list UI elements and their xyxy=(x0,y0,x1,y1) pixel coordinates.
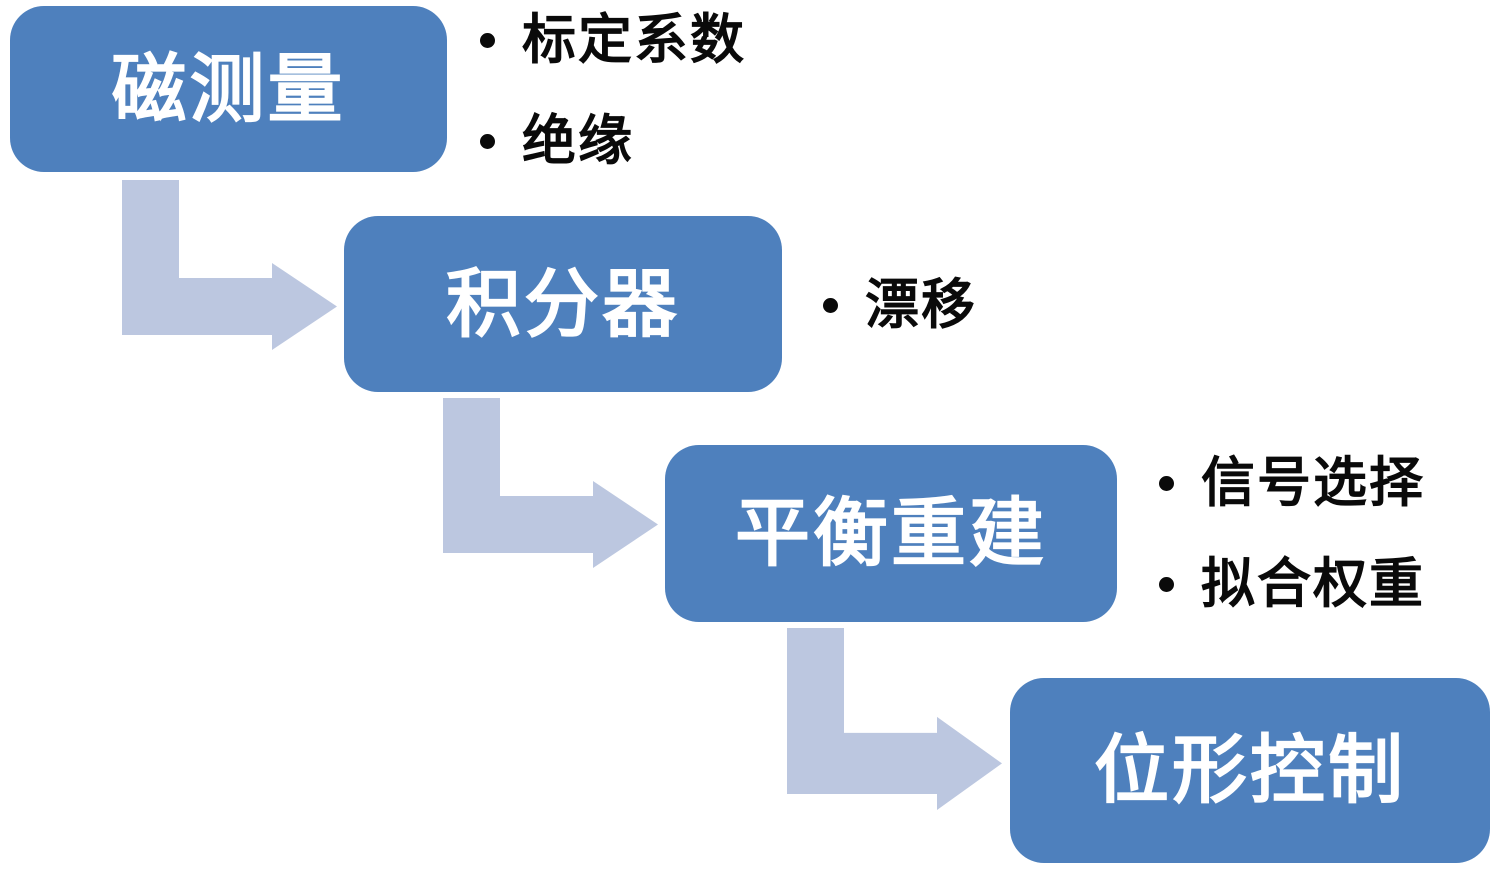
box-equilibrium-reconstruction: 平衡重建 xyxy=(665,445,1117,622)
bullet-dot-icon xyxy=(480,133,495,149)
list-item: 信号选择 xyxy=(1159,453,1425,513)
bullet-dot-icon xyxy=(823,297,838,313)
box-integrator: 积分器 xyxy=(344,216,782,392)
box-equilibrium-reconstruction-label: 平衡重建 xyxy=(734,491,1047,575)
list-item: 标定系数 xyxy=(480,10,746,70)
bent-arrow-icon xyxy=(443,398,658,568)
bent-arrow-icon xyxy=(787,628,1002,810)
list-item: 绝缘 xyxy=(480,111,746,171)
bullet-label-drift: 漂移 xyxy=(865,275,977,335)
bullet-dot-icon xyxy=(1159,475,1174,491)
bullet-label-fitting-weights: 拟合权重 xyxy=(1201,554,1425,614)
box-shape-control: 位形控制 xyxy=(1010,678,1490,863)
bent-arrow-icon xyxy=(122,180,337,350)
bullet-list-magnetic-measurement: 标定系数 绝缘 xyxy=(480,10,746,171)
box-integrator-label: 积分器 xyxy=(445,261,680,346)
bullet-label-calibration-coefficients: 标定系数 xyxy=(522,10,746,70)
bullet-list-integrator: 漂移 xyxy=(823,275,977,335)
bullet-dot-icon xyxy=(480,32,495,48)
bullet-list-equilibrium-reconstruction: 信号选择 拟合权重 xyxy=(1159,453,1425,614)
box-magnetic-measurement: 磁测量 xyxy=(10,6,447,172)
box-magnetic-measurement-label: 磁测量 xyxy=(111,46,346,131)
bullet-label-signal-selection: 信号选择 xyxy=(1201,453,1425,513)
list-item: 漂移 xyxy=(823,275,977,335)
list-item: 拟合权重 xyxy=(1159,554,1425,614)
bullet-dot-icon xyxy=(1159,576,1174,592)
bullet-label-insulation: 绝缘 xyxy=(522,111,634,171)
box-shape-control-label: 位形控制 xyxy=(1093,728,1406,812)
